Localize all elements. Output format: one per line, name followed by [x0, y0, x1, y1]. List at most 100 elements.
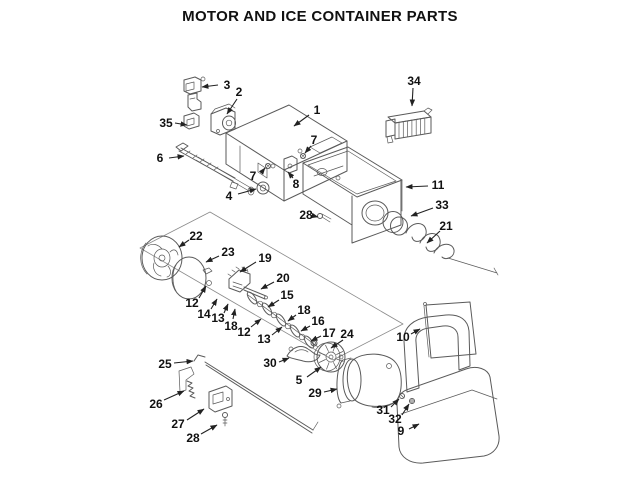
- callout-label-33: 33: [435, 198, 449, 212]
- leader-arrow-35: [174, 121, 188, 127]
- leader-arrow-10: [410, 328, 421, 335]
- leader-arrow-11: [405, 183, 429, 190]
- part-35-bracket-drawing: [183, 112, 200, 130]
- leader-arrow-24: [330, 339, 344, 349]
- part-29-auger-motor-drawing: [336, 353, 402, 409]
- leader-arrow-25: [173, 358, 194, 365]
- leader-arrow-19: [239, 261, 257, 273]
- part-7-screw-drawing: [300, 153, 306, 159]
- part-28-screw-bottom-drawing: [222, 412, 228, 427]
- callout-label-27: 27: [171, 417, 185, 431]
- callout-label-23: 23: [221, 245, 235, 259]
- callout-label-31: 31: [376, 403, 390, 417]
- callout-label-30: 30: [263, 356, 277, 370]
- part-22-impeller-wheel-drawing: [140, 235, 183, 281]
- part-21-spring-coil-drawing: [405, 223, 499, 276]
- callout-label-18: 18: [224, 319, 238, 333]
- leader-arrow-1: [293, 114, 310, 127]
- part-23-shield-disc-drawing: [171, 256, 213, 300]
- part-30-crusher-blade-drawing: [286, 346, 321, 363]
- callout-label-17: 17: [322, 326, 336, 340]
- leader-arrow-33: [410, 207, 434, 217]
- part-10-front-plate-drawing: [423, 301, 477, 359]
- callout-label-11: 11: [432, 178, 445, 192]
- leader-arrow-9: [408, 423, 420, 430]
- auger-blade-chain-drawing: [246, 291, 319, 349]
- leader-arrow-28: [311, 212, 319, 219]
- callout-label-35: 35: [159, 116, 173, 130]
- leader-arrow-12: [198, 285, 207, 299]
- leader-arrow-14: [210, 298, 218, 310]
- part-4-grommet-drawing: [256, 181, 270, 195]
- part-3-switch-bracket-drawing: [183, 76, 206, 112]
- part-7-screw-drawing: [265, 163, 271, 169]
- leader-arrow-21: [426, 230, 441, 244]
- part-25-rail-rod-drawing: [193, 354, 319, 434]
- leader-arrow-22: [178, 239, 190, 248]
- leader-arrow-28: [200, 424, 218, 435]
- support-panel-outline: [139, 211, 404, 361]
- leader-arrow-8: [287, 171, 295, 179]
- leader-arrow-17: [310, 335, 322, 342]
- callout-label-5: 5: [296, 373, 303, 387]
- leader-arrow-26: [163, 390, 185, 401]
- page-title: MOTOR AND ICE CONTAINER PARTS: [182, 8, 458, 25]
- callout-label-28: 28: [186, 431, 200, 445]
- callout-label-2: 2: [236, 85, 243, 99]
- callout-label-9: 9: [398, 424, 405, 438]
- leader-arrow-7: [304, 145, 312, 154]
- leader-arrow-13: [271, 326, 283, 336]
- callout-label-4: 4: [226, 189, 233, 203]
- callout-label-24: 24: [340, 327, 354, 341]
- part-33-cap-drawing: [382, 211, 408, 236]
- callout-label-13: 13: [211, 311, 225, 325]
- leader-arrow-18: [287, 314, 297, 322]
- leader-arrow-29: [323, 387, 338, 394]
- part-27-bracket-drawing: [208, 385, 233, 413]
- part-8-bracket-drawing: [283, 155, 298, 174]
- callout-label-29: 29: [308, 386, 322, 400]
- leader-arrow-34: [409, 87, 416, 107]
- leader-arrow-32: [401, 403, 410, 416]
- callout-label-14: 14: [197, 307, 211, 321]
- leader-arrow-15: [267, 299, 280, 308]
- callout-label-19: 19: [258, 251, 272, 265]
- callout-label-21: 21: [439, 219, 453, 233]
- callout-label-10: 10: [396, 330, 410, 344]
- leader-arrow-5: [306, 366, 322, 378]
- leader-arrow-31: [390, 398, 400, 408]
- leader-arrow-27: [186, 408, 205, 421]
- leader-arrow-12: [250, 318, 262, 328]
- callout-label-32: 32: [388, 412, 402, 426]
- leader-arrow-2: [226, 98, 238, 115]
- callout-label-7: 7: [250, 169, 257, 183]
- callout-label-34: 34: [407, 74, 421, 88]
- callout-label-28: 28: [299, 208, 313, 222]
- callout-label-22: 22: [189, 229, 203, 243]
- part-19-gear-block-drawing: [227, 266, 251, 293]
- callout-label-20: 20: [276, 271, 290, 285]
- leader-arrow-18: [231, 308, 237, 320]
- part-1-mounting-bracket-drawing: [225, 104, 348, 202]
- leader-arrow-3: [201, 83, 219, 89]
- part-20-shaft-drawing: [243, 286, 268, 300]
- leader-arrow-23: [205, 255, 220, 263]
- leader-arrow-20: [260, 281, 275, 290]
- callout-label-26: 26: [149, 397, 163, 411]
- leader-arrow-4: [237, 188, 257, 195]
- callout-label-8: 8: [293, 177, 300, 191]
- callout-label-7: 7: [311, 133, 318, 147]
- callout-label-12: 12: [185, 296, 199, 310]
- leader-arrow-6: [168, 154, 185, 160]
- part-26-spring-drawing: [178, 366, 196, 399]
- part-28-screw-drawing: [317, 213, 332, 223]
- part-11-ice-container-drawing: [302, 146, 403, 244]
- leader-arrow-16: [300, 325, 311, 332]
- part-6-rail-drawing: [175, 142, 255, 196]
- leader-arrow-13: [222, 303, 229, 314]
- callout-label-18: 18: [297, 303, 311, 317]
- callout-label-13: 13: [257, 332, 271, 346]
